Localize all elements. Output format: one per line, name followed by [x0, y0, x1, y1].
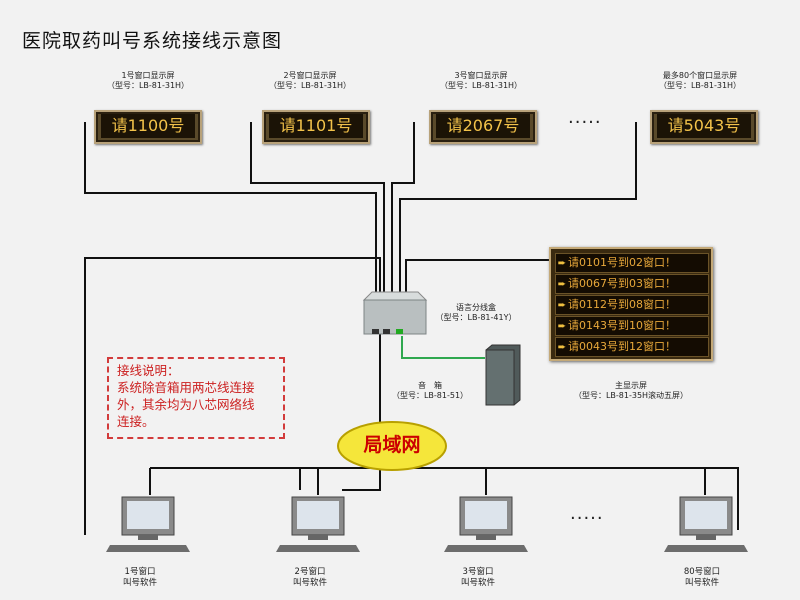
- computer-4-caption: 80号窗口叫号软件: [683, 567, 721, 588]
- arrow-icon: ➨: [557, 258, 567, 269]
- main-display: ➨请0101号到02窗口！ ➨请0067号到03窗口！ ➨请0112号到08窗口…: [549, 247, 713, 361]
- lan-ellipse: [337, 421, 447, 471]
- window-display-4: 请5043号: [650, 110, 758, 144]
- splitter-box: [362, 291, 428, 335]
- computer-2-caption: 2号窗口叫号软件: [292, 567, 327, 588]
- arrow-icon: ➨: [557, 279, 567, 290]
- lan-label: 局域网: [363, 434, 421, 456]
- computer-2: [276, 496, 360, 552]
- display-1-caption: 1号窗口显示屏（型号：LB-81-31H）: [106, 71, 190, 90]
- main-display-row: ➨请0101号到02窗口！: [555, 253, 709, 273]
- computer-1-caption: 1号窗口叫号软件: [122, 567, 157, 588]
- speaker-caption: 音 箱（型号：LB-81-51）: [391, 381, 469, 400]
- main-display-row: ➨请0043号到12窗口！: [555, 337, 709, 357]
- wire-display-3: [391, 122, 415, 292]
- display-4-caption: 最多80个窗口显示屏（型号：LB-81-31H）: [658, 71, 742, 90]
- wire-splitter-main-display: [405, 259, 552, 292]
- computer-3-caption: 3号窗口叫号软件: [460, 567, 495, 588]
- diagram-title: 医院取药叫号系统接线示意图: [22, 30, 283, 52]
- splitter-caption: 语言分线盒（型号：LB-81-41Y）: [435, 303, 517, 322]
- window-display-2: 请1101号: [262, 110, 370, 144]
- main-display-caption: 主显示屏（型号：LB-81-35H滚动五屏）: [573, 381, 689, 400]
- wiring-notes: 接线说明： 系统除音箱用两芯线连接 外，其余均为八芯网络线 连接。: [107, 357, 285, 439]
- more-computers-ellipsis: ·····: [570, 508, 604, 529]
- wire-splitter-lan: [342, 333, 381, 491]
- computer-3: [444, 496, 528, 552]
- arrow-icon: ➨: [557, 342, 567, 353]
- main-display-row: ➨请0067号到03窗口！: [555, 274, 709, 294]
- more-displays-ellipsis: ·····: [568, 112, 602, 133]
- arrow-icon: ➨: [557, 300, 567, 311]
- wire-display-4: [399, 122, 637, 292]
- speaker-wire: [401, 336, 485, 359]
- arrow-icon: ➨: [557, 321, 567, 332]
- window-display-3: 请2067号: [429, 110, 537, 144]
- main-display-row: ➨请0143号到10窗口！: [555, 316, 709, 336]
- main-display-row: ➨请0112号到08窗口！: [555, 295, 709, 315]
- speaker-box: [485, 344, 521, 406]
- wire-lan-bus: [299, 467, 739, 530]
- wire-splitter-pc1: [84, 257, 381, 535]
- display-3-caption: 3号窗口显示屏（型号：LB-81-31H）: [439, 71, 523, 90]
- computer-1: [106, 496, 190, 552]
- display-2-caption: 2号窗口显示屏（型号：LB-81-31H）: [268, 71, 352, 90]
- network-wires: [84, 122, 739, 535]
- computer-4: [664, 496, 748, 552]
- window-display-1: 请1100号: [94, 110, 202, 144]
- wire-display-1: [84, 122, 377, 292]
- wire-display-2: [250, 122, 385, 292]
